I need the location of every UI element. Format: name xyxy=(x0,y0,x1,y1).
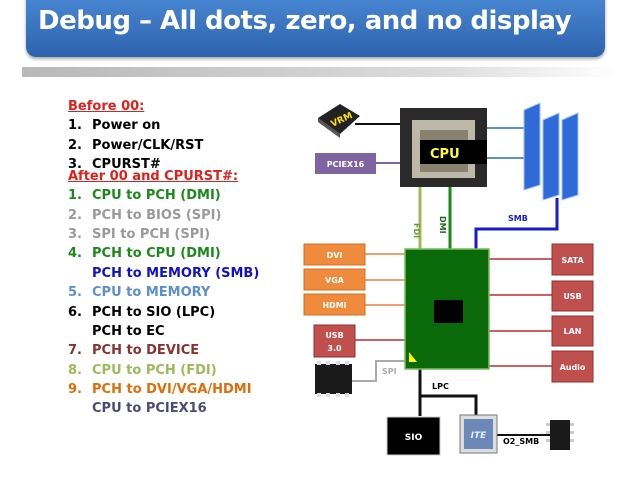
after-heading: After 00 and CPURST#: xyxy=(68,168,239,184)
hdmi-box xyxy=(303,293,366,316)
svg-text:USB: USB xyxy=(325,331,343,340)
item-text: PCH to BIOS (SPI) xyxy=(92,207,222,223)
pciex16-box xyxy=(315,153,376,174)
item-number: 4. xyxy=(68,246,82,262)
before-heading: Before 00: xyxy=(68,99,145,114)
svg-text:SMB: SMB xyxy=(508,214,528,223)
svg-text:SPI: SPI xyxy=(382,367,397,376)
audio-box xyxy=(551,350,594,383)
spi-line xyxy=(352,360,406,382)
svg-text:Audio: Audio xyxy=(560,363,586,372)
svg-text:USB: USB xyxy=(563,292,581,301)
sio-chip xyxy=(386,416,441,456)
item-text: PCH to CPU (DMI) xyxy=(92,246,221,262)
ec-chip-icon: ITE xyxy=(459,414,498,454)
list-item: PCH to EC xyxy=(68,322,259,341)
item-text: Power on xyxy=(92,118,161,134)
svg-text:FDI: FDI xyxy=(412,223,421,238)
item-text: Power/CLK/RST xyxy=(92,137,204,153)
item-number: 6. xyxy=(68,304,82,320)
pin1-marker xyxy=(409,352,417,362)
item-text: PCH to EC xyxy=(92,323,165,339)
list-item: CPU to PCIEX16 xyxy=(68,399,259,418)
lan-box xyxy=(551,315,594,347)
dvi-box xyxy=(303,243,366,266)
cpu-socket: CPU xyxy=(400,108,487,187)
svg-text:SIO: SIO xyxy=(405,433,423,443)
svg-text:3.0: 3.0 xyxy=(327,344,342,353)
list-item: 7. PCH to DEVICE xyxy=(68,341,259,360)
slide-title: Debug – All dots, zero, and no display xyxy=(38,6,572,36)
lpc-line xyxy=(420,394,478,416)
pch-die xyxy=(434,300,463,323)
list-item: 9. PCH to DVI/VGA/HDMI xyxy=(68,380,259,399)
svg-text:ITE: ITE xyxy=(471,431,487,441)
item-text: SPI to PCH (SPI) xyxy=(92,226,211,242)
svg-text:DMI: DMI xyxy=(438,216,447,234)
item-text: PCH to DEVICE xyxy=(92,343,200,359)
svg-text:HDMI: HDMI xyxy=(322,301,346,310)
item-text: PCH to MEMORY (SMB) xyxy=(92,265,260,281)
svg-text:LPC: LPC xyxy=(432,382,449,391)
svg-text:CPU: CPU xyxy=(430,147,460,162)
eeprom-chip-icon xyxy=(546,420,574,450)
item-number: 2. xyxy=(68,137,82,153)
item-number: 3. xyxy=(68,226,82,242)
sata-box xyxy=(551,243,594,276)
item-text: CPU to PCH (DMI) xyxy=(92,188,221,204)
item-number: 1. xyxy=(68,118,82,134)
slide-title-bar: Debug – All dots, zero, and no display xyxy=(26,0,605,57)
list-item: 5. CPU to MEMORY xyxy=(68,283,259,302)
list-item: 3. SPI to PCH (SPI) xyxy=(68,225,259,244)
item-text: CPU to PCH (FDI) xyxy=(92,362,217,378)
vga-box xyxy=(303,268,366,291)
usb3-box xyxy=(313,324,356,358)
svg-text:LAN: LAN xyxy=(564,327,582,336)
svg-text:SATA: SATA xyxy=(561,256,584,265)
list-item: 2. PCH to BIOS (SPI) xyxy=(68,206,259,225)
item-number: 3. xyxy=(68,157,82,173)
item-number: 8. xyxy=(68,362,82,378)
list-item: 6. PCH to SIO (LPC) xyxy=(68,303,259,322)
item-number: 5. xyxy=(68,285,82,301)
svg-text:O2_SMB: O2_SMB xyxy=(503,437,539,446)
item-number: 1. xyxy=(68,188,82,204)
usb-box xyxy=(551,280,594,312)
list-item: 1. Power on xyxy=(68,116,259,135)
svg-text:VGA: VGA xyxy=(325,276,345,285)
divider xyxy=(22,67,620,77)
memory-modules-icon xyxy=(523,102,579,201)
item-text: PCH to DVI/VGA/HDMI xyxy=(92,382,252,398)
debug-steps: Before 00: 1. Power on 2. Power/CLK/RST 3. CP… xyxy=(68,97,259,416)
svg-text:PCIEX16: PCIEX16 xyxy=(327,160,365,169)
item-number: 7. xyxy=(68,343,82,359)
item-number: 9. xyxy=(68,382,82,398)
list-item: PCH to MEMORY (SMB) xyxy=(68,264,259,283)
vrm-chip-icon: VRM xyxy=(318,104,360,138)
item-number: 2. xyxy=(68,207,82,223)
list-item: 1. CPU to PCH (DMI) xyxy=(68,186,259,205)
list-item: 8. CPU to PCH (FDI) xyxy=(68,361,259,380)
list-item: 2. Power/CLK/RST xyxy=(68,136,259,155)
item-text: CPU to PCIEX16 xyxy=(92,401,207,417)
list-item: 3. CPURST# xyxy=(68,155,259,174)
smb-line xyxy=(474,198,559,250)
item-text: CPURST# xyxy=(92,157,161,173)
list-item: 4. PCH to CPU (DMI) xyxy=(68,244,259,263)
bios-flash-chip-icon xyxy=(315,361,352,397)
svg-text:DVI: DVI xyxy=(327,251,343,260)
item-text: CPU to MEMORY xyxy=(92,285,211,301)
item-text: PCH to SIO (LPC) xyxy=(92,304,216,320)
